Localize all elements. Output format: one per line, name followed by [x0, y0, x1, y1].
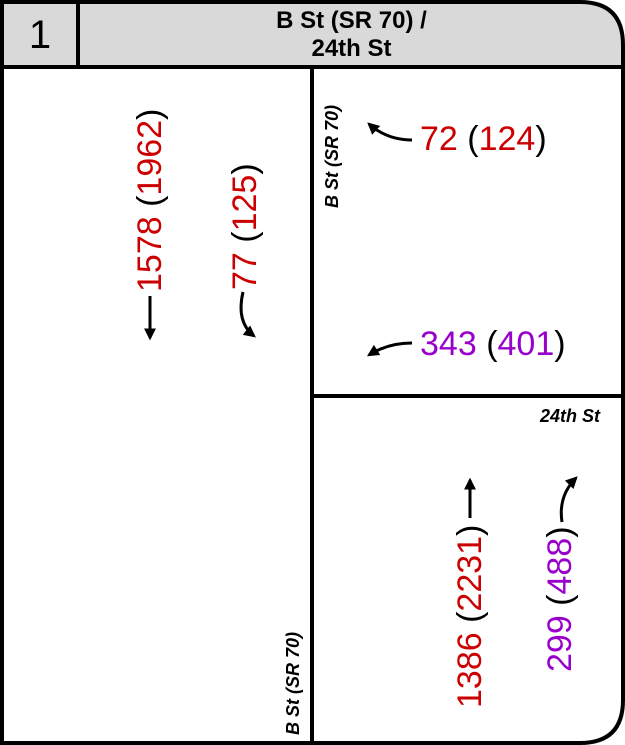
volume-value: 1386	[451, 632, 489, 708]
paren-close: )	[535, 120, 547, 158]
paren-open: (	[467, 120, 479, 158]
volume-value: 1578	[131, 216, 169, 292]
street-label-south: B St (SR 70)	[283, 631, 303, 735]
volume-southbound-through: 1578 (1962)	[131, 108, 169, 292]
paren-open: (	[451, 611, 489, 623]
volume-paren-value: 124	[478, 120, 536, 158]
volume-northbound-through: 1386 (2231)	[451, 524, 489, 708]
paren-open: (	[486, 325, 498, 363]
paren-open: (	[131, 195, 169, 207]
volume-westbound-left: 343 (401)	[420, 327, 566, 361]
volume-value: 343	[420, 325, 477, 363]
intersection-number: 1	[28, 13, 52, 57]
intersection-title-line1: B St (SR 70) /	[276, 7, 427, 34]
volume-value: 77	[226, 252, 264, 290]
volume-northbound-right: 299 (488)	[541, 526, 579, 672]
curved-arrow-left-turn-icon	[366, 341, 413, 357]
paren-open: (	[226, 231, 264, 243]
street-label-east: 24th St	[540, 406, 601, 426]
curved-arrow-right-turn-icon	[559, 476, 578, 523]
volume-value: 299	[541, 615, 579, 672]
volume-value: 72	[420, 120, 458, 158]
volume-southbound-left: 77 (125)	[226, 163, 264, 290]
header-band	[2, 2, 623, 67]
curved-arrow-right-turn-icon	[367, 122, 413, 142]
paren-close: )	[541, 526, 579, 538]
curved-arrow-left-turn-icon	[239, 291, 256, 338]
volume-paren-value: 401	[497, 325, 555, 363]
paren-open: (	[541, 594, 579, 606]
volume-westbound-right: 72 (124)	[420, 122, 547, 156]
intersection-title-line2: 24th St	[311, 35, 392, 62]
paren-close: )	[554, 325, 566, 363]
street-label-north: B St (SR 70)	[322, 104, 342, 208]
paren-close: )	[131, 108, 169, 120]
volume-paren-value: 2231	[451, 535, 489, 612]
paren-close: )	[226, 163, 264, 175]
volume-paren-value: 488	[541, 537, 579, 595]
volume-paren-value: 125	[226, 174, 264, 232]
paren-close: )	[451, 524, 489, 536]
volume-paren-value: 1962	[131, 119, 169, 196]
